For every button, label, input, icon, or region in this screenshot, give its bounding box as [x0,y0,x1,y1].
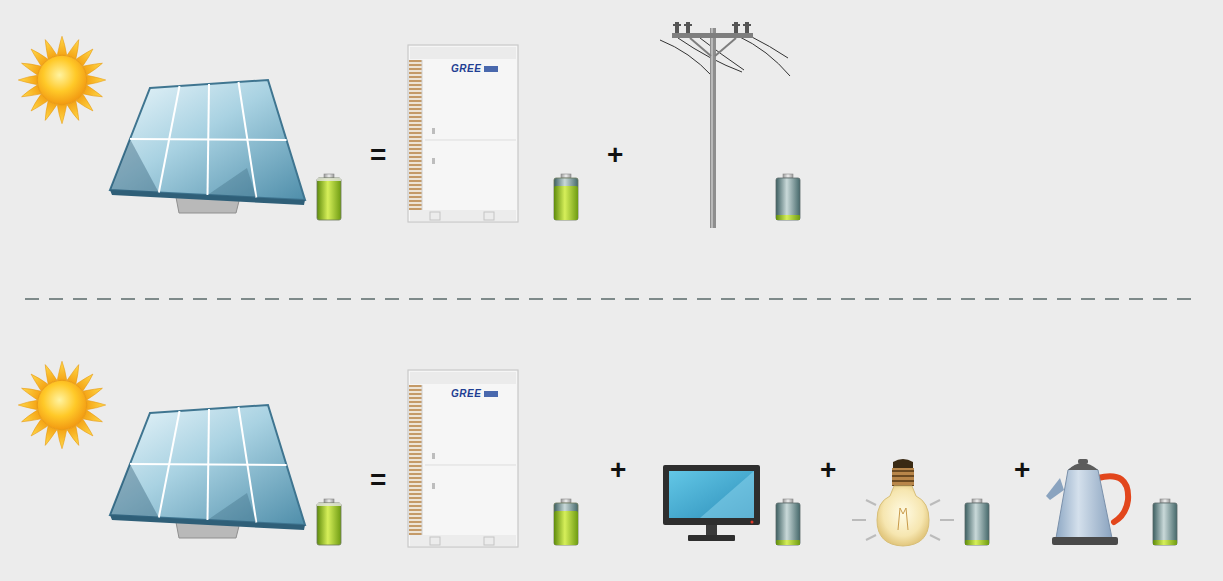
plus-sign: + [1014,456,1030,484]
plus-sign: + [610,456,626,484]
kettle [1046,459,1128,545]
kettle-part [1078,459,1088,464]
sun-part [18,361,105,448]
television-part [751,521,754,524]
battery-mostly-part [554,174,578,220]
battery-full [317,499,341,545]
power-pole-part [684,24,692,26]
power-pole-part [673,24,681,26]
kettle-part [1056,465,1112,538]
plus-sign: + [607,141,623,169]
brand-logo: GREE [451,389,481,399]
power-pole-part [711,28,713,228]
battery-low-part [776,499,800,545]
light-bulb-part [866,500,876,505]
battery-mostly [554,174,578,220]
sun-part [18,36,105,123]
light-bulb-part [930,535,940,540]
battery-low-part [965,499,989,545]
light-bulb-part [930,500,940,505]
battery-low [776,499,800,545]
light-bulb-part [892,468,914,486]
television-part [688,535,735,541]
power-pole-part [672,33,753,38]
divider-line [25,298,1200,299]
battery-full [317,174,341,220]
power-pole-part [686,22,690,33]
power-pole-part [732,24,740,26]
battery-full-part [317,174,341,220]
power-pole-part [660,40,712,76]
battery-mostly-part [554,499,578,545]
power-pole [660,22,790,228]
battery-low [776,174,800,220]
television-part [669,471,754,518]
battery-full-part [317,499,341,545]
power-pole-part [734,22,738,33]
kettle-part [1068,463,1098,470]
battery-mostly [554,499,578,545]
power-pole-part [690,38,711,56]
solar-panel-part [110,80,305,213]
equals-sign: = [370,466,386,494]
battery-low [1153,499,1177,545]
air-conditioner-part [408,45,518,222]
solar-panel [110,80,305,213]
television-part [706,525,717,536]
kettle-part [1046,478,1064,500]
light-bulb [852,459,954,546]
power-pole-part [750,36,788,58]
television-part [700,471,754,518]
light-bulb-part [898,508,908,530]
sun [18,36,105,123]
television-part [663,465,760,525]
air-conditioner [408,370,518,547]
kettle-part [1052,537,1118,545]
brand-logo: GREE [451,64,481,74]
power-pole-part [743,24,751,26]
power-pole-part [675,22,679,33]
power-pole-part [710,28,716,228]
battery-low [965,499,989,545]
light-bulb-part [940,519,954,521]
air-conditioner [408,45,518,222]
television [663,465,760,541]
sun [18,361,105,448]
equals-sign: = [370,141,386,169]
power-pole-part [745,22,749,33]
light-bulb-part [852,519,866,521]
power-pole-part [700,38,744,70]
battery-low-part [776,174,800,220]
battery-low-part [1153,499,1177,545]
power-pole-part [715,38,736,56]
plus-sign: + [820,456,836,484]
power-pole-part [738,36,790,76]
light-bulb-part [877,486,929,546]
solar-panel [110,405,305,538]
air-conditioner-part [408,370,518,547]
solar-panel-part [110,405,305,538]
light-bulb-part [866,535,876,540]
